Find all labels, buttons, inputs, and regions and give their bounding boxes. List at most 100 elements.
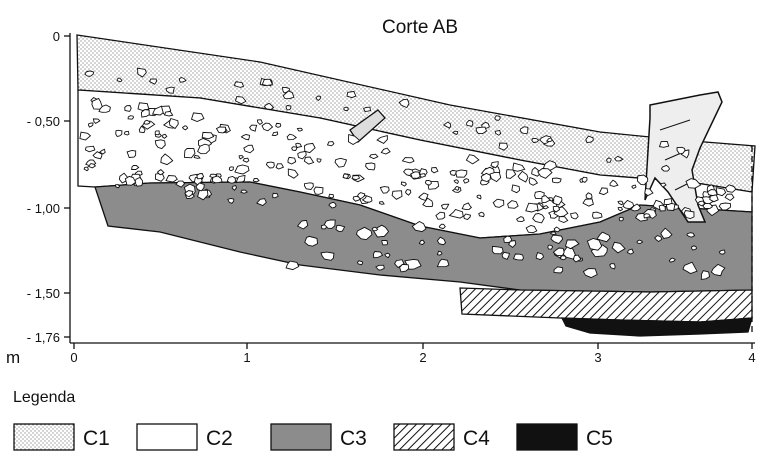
stone [531,137,540,143]
stone [138,125,146,134]
stone [709,194,719,203]
stone [323,219,336,229]
stone [335,224,346,232]
stone [660,227,673,240]
stone [636,239,644,244]
stone [519,126,529,135]
stone [724,193,735,202]
stone [362,106,372,112]
stone [582,198,594,207]
stone [285,105,292,111]
stone [165,86,175,94]
stone [489,171,502,183]
stone [162,133,168,139]
y-axis-ticks: 0- 0,50- 1,00- 1,50- 1,76 [27,29,70,345]
stone [149,78,157,85]
stone [181,125,189,131]
legend-swatch-c3 [270,423,332,451]
legend-label-c4: C4 [463,427,490,450]
stone [570,212,579,220]
stone [215,126,227,134]
stone [448,208,464,219]
stone [154,139,166,150]
stone [342,172,350,179]
stone [660,164,671,172]
stone [585,192,593,200]
stone [626,248,635,255]
stone [281,86,291,94]
stone [515,216,525,223]
stone [552,205,561,213]
stone [296,219,309,230]
stone [116,77,123,83]
stone [617,207,623,212]
stone [643,213,652,219]
stone [596,231,611,243]
stone [381,239,389,246]
stone [700,270,711,280]
stone [411,220,427,233]
stone [231,185,238,191]
stone [586,238,603,251]
stone [287,168,299,179]
stone [201,131,215,140]
stone [465,154,480,165]
stone [622,199,635,210]
stone [476,194,482,200]
stone [287,156,297,165]
stone [660,182,667,188]
stone [315,95,321,101]
x-tick-label: 3 [594,350,601,365]
stone [463,213,472,221]
stone [398,98,410,109]
stone [461,202,473,211]
stone [466,119,474,127]
stone [356,260,364,266]
stone [126,149,137,158]
stone [242,157,250,163]
stone [295,142,303,149]
x-tick-label: 4 [748,350,755,365]
stone [165,175,178,183]
stone [375,264,385,271]
stone [263,102,275,110]
stone [435,211,446,220]
stone [84,145,96,153]
stone [137,67,147,78]
stone [715,187,727,197]
stone [582,268,598,279]
stone [418,239,426,246]
stone [525,225,538,234]
stone [547,244,553,250]
stone [658,140,670,148]
legend-swatch-c1 [13,423,75,451]
stone [553,195,563,206]
stone [137,102,150,111]
stone [160,153,174,166]
x-tick-label: 0 [70,350,77,365]
stone [197,189,209,201]
stone [127,115,134,120]
stone [537,168,553,179]
stone [368,153,379,160]
stone [541,195,551,203]
stone [351,175,361,181]
stone [490,161,499,169]
stone [303,156,315,165]
legend-label-c5: C5 [586,427,613,450]
stone [394,259,405,269]
diagram-title: Corte AB [382,17,458,38]
stone [644,188,654,197]
stone [272,192,279,199]
stone [87,163,97,169]
stone [347,134,361,146]
stone [115,184,121,189]
stone [442,121,452,129]
stone [419,173,427,178]
stone [558,216,569,223]
stone [391,190,403,200]
x-axis-unit: m [6,348,20,367]
stone [313,186,324,195]
